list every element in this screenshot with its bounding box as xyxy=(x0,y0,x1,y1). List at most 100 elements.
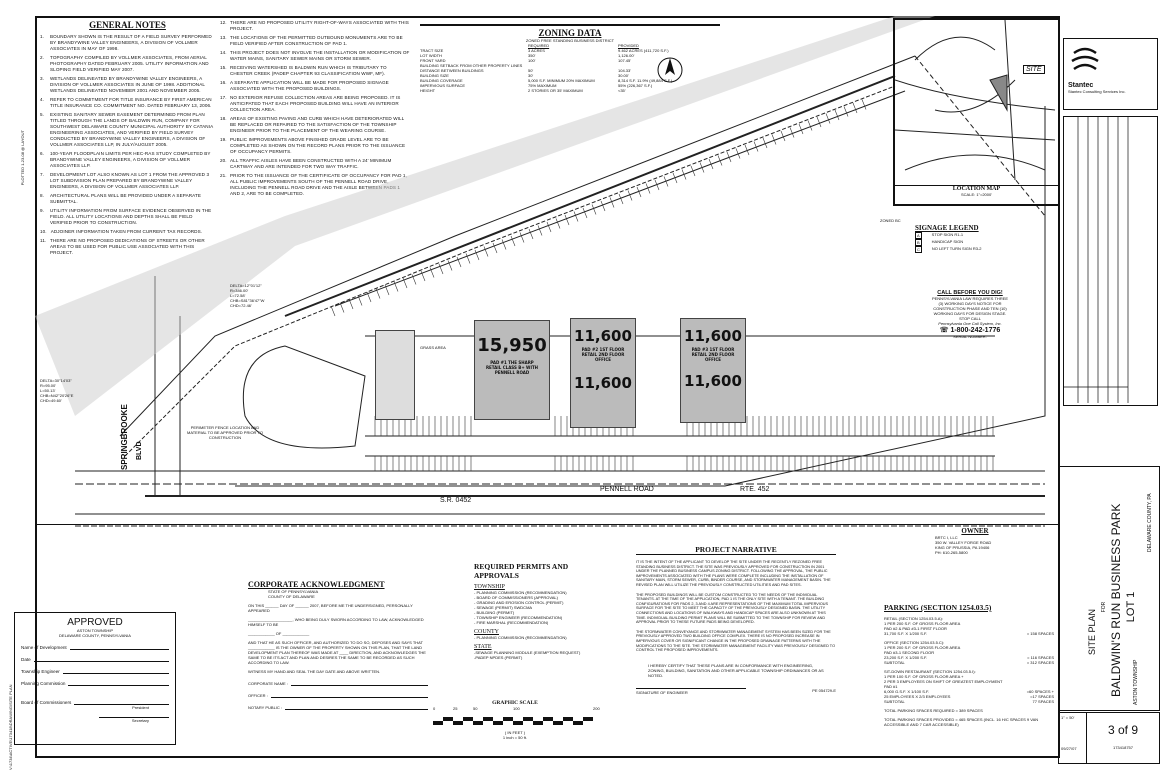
approval-field-line[interactable] xyxy=(74,704,169,705)
approval-field: Township Engineer xyxy=(21,669,169,674)
note-text: PUBLIC IMPROVEMENTS ABOVE FINISHED GRADE… xyxy=(230,137,406,154)
notes-column-2: 12.THERE ARE NO PROPOSED UTILITY RIGHT-O… xyxy=(220,20,410,200)
owner-title: OWNER xyxy=(961,527,989,535)
note-item: 19.PUBLIC IMPROVEMENTS ABOVE FINISHED GR… xyxy=(220,137,410,155)
note-number: 11. xyxy=(40,238,47,243)
zoning-cell: 30.00' xyxy=(618,73,629,78)
zoning-cell: BUILDING COVERAGE xyxy=(420,78,463,83)
note-text: RECEIVING WATERSHED IS BALDWIN RUN WHICH… xyxy=(230,65,387,76)
general-notes: GENERAL NOTES 1.BOUNDARY SHOWN IS THE RE… xyxy=(40,20,215,259)
call-before-you-dig: CALL BEFORE YOU DIG! PENNSYLVANIA LAW RE… xyxy=(930,290,1010,339)
corporate-field-line[interactable] xyxy=(270,697,428,698)
note-number: 18. xyxy=(220,116,227,121)
corporate-field-label: CORPORATE NAME : xyxy=(248,681,288,686)
sheet-info: 1" = 50' 09/27/07 3 of 9 173418757 xyxy=(1058,712,1160,764)
note-number: 20. xyxy=(220,158,227,163)
parking-line: RETAIL (SECTION 1254.03.5.a): xyxy=(884,616,1054,621)
narrative-title: PROJECT NARRATIVE xyxy=(636,545,836,555)
call-title: CALL BEFORE YOU DIG! xyxy=(937,290,1003,296)
owner-line: KING OF PRUSSIA, PA 19406 xyxy=(935,545,990,550)
note-number: 6. xyxy=(40,151,45,156)
parking-line-label: SUBTOTAL xyxy=(884,660,905,665)
zoning-cell: 2 STORIES OR 35' MAXIMUM xyxy=(528,88,583,93)
zoning-data: ZONING DATA ZONED FREE STANDING BUSINESS… xyxy=(420,24,720,93)
parking-line-value: =60 SPACES + xyxy=(1026,689,1054,694)
curve-line: DELTA=12°01'12" xyxy=(230,283,262,288)
parking-line-value: =17 SPACES xyxy=(1030,694,1054,699)
scale-ratio: 1 inch = 50 ft. xyxy=(502,735,528,740)
firm-subname: Stantec Consulting Services Inc. xyxy=(1068,89,1126,94)
scale-tick-label: 50 xyxy=(473,706,478,711)
phone-icon: ☏ xyxy=(939,327,949,334)
corporate-text: AND THAT HE AS SUCH OFFICER, AND AUTHORI… xyxy=(248,640,426,665)
zoning-row: BUILDING SETBACK FROM OTHER PROPERTY LIN… xyxy=(420,63,720,68)
approval-field-label: Board of Commissioners xyxy=(21,700,72,705)
parking-title: PARKING (SECTION 1254.03.5) xyxy=(884,603,992,612)
note-item: 10.ADJOINER INFORMATION TAKEN FROM CURRE… xyxy=(40,229,215,235)
permit-item: - SEWAGE (PERMIT) SWDCMA xyxy=(474,605,533,610)
corporate-text: ON THIS ______ DAY OF ______ 2007, BEFOR… xyxy=(248,603,413,613)
note-text: DEVELOPMENT LOT ALSO KNOWN AS LOT 1 FROM… xyxy=(50,172,210,189)
parking-line: 25 EMPLOYEES X 2/3 EMPLOYEES=17 SPACES xyxy=(884,694,1054,699)
note-text: THE LOCATIONS OF THE PERMITTED OUTBOUND … xyxy=(230,35,403,46)
zoning-cell: BUILDING SETBACK FROM OTHER PROPERTY LIN… xyxy=(420,63,523,68)
narrative-paragraph: THE PROPOSED BUILDINGS WILL BE CUSTOM CO… xyxy=(636,592,829,625)
note-item: 5.EXISTING SANITARY SEWER EASEMENT DETER… xyxy=(40,112,215,148)
secretary-line[interactable] xyxy=(99,717,169,718)
approval-field-line[interactable] xyxy=(62,673,169,674)
pad-3-area: 11,600 xyxy=(684,327,742,345)
permit-group-title: TOWNSHIP xyxy=(474,584,505,590)
permit-item: -SEWAGE PLANNING MODULE (EXEMPTION REQUE… xyxy=(474,650,581,655)
note-item: 13.THE LOCATIONS OF THE PERMITTED OUTBOU… xyxy=(220,35,410,47)
curve-line: CHB=N42°20'26"E xyxy=(40,393,74,398)
parking-line-value: 77 SPACES xyxy=(1032,699,1055,704)
approval-field-line[interactable] xyxy=(33,661,169,662)
curve-line: CHD=72.46' xyxy=(230,303,252,308)
curve-line: L=50.13' xyxy=(40,388,56,393)
scale-segment xyxy=(573,721,583,725)
note-text: PRIOR TO THE ISSUANCE OF THE CERTIFICATE… xyxy=(230,173,407,196)
location-map-scale: SCALE: 1"=2000' xyxy=(961,192,992,197)
parking-line-label: OFFICE (SECTION 1254.03.5.c): xyxy=(884,640,945,645)
parking-line: 2 PER 3 EMPLOYEES ON SHIFT OF GREATEST E… xyxy=(884,679,1054,684)
curve-data-2: DELTA=30°14'03"R=95.00'L=50.13'CHB=N42°2… xyxy=(40,378,73,403)
approval-field-line[interactable] xyxy=(68,685,169,686)
zoning-header: PROVIDED xyxy=(618,43,639,48)
pad-1-building: 15,950 PAD #1 THE SHARP RETAIL CLASS B+ … xyxy=(474,320,550,420)
scale-segment xyxy=(563,717,573,721)
stantec-logo-icon xyxy=(1071,47,1099,71)
approval-field-line[interactable] xyxy=(69,649,169,650)
parking-line-value: = 158 SPACES xyxy=(1026,631,1054,636)
scale-title: GRAPHIC SCALE xyxy=(492,700,538,706)
note-text: ADJOINER INFORMATION TAKEN FROM CURRENT … xyxy=(50,229,203,234)
curve-line: CHD=49.60' xyxy=(40,398,62,403)
owner-line: PH: 610-265-5800 xyxy=(935,550,968,555)
parking-line: 31,700 S.F. X 1/200 S.F.= 158 SPACES xyxy=(884,631,1054,636)
sign-label: NO LEFT TURN SIGN R3-2 xyxy=(931,246,982,251)
corporate-field-line[interactable] xyxy=(290,685,428,686)
title-block: SITE PLAN FOR BALDWIN'S RUN BUSINESS PAR… xyxy=(1058,466,1160,711)
pe-number: PE 054729-E xyxy=(812,687,836,693)
parking-line-value: = 312 SPACES xyxy=(1026,660,1054,665)
sr-label: S.R. 0452 xyxy=(440,497,472,504)
parking-block: PARKING (SECTION 1254.03.5) RETAIL (SECT… xyxy=(884,603,1054,727)
parking-line: 6,000 G.S.F. X 1/100 S.F.=60 SPACES + xyxy=(884,689,1054,694)
site-label: SITE xyxy=(1023,65,1045,74)
sign-label: STOP SIGN R1-1 xyxy=(931,232,964,237)
curve-data-1: DELTA=12°01'12"R=346.00'L=72.58'CHB=S81°… xyxy=(230,283,264,308)
parking-line: SIT-DOWN RESTAURANT (SECTION 1254.03.5.i… xyxy=(884,669,1054,674)
parking-line-label: 1 PER 200 S.F. OF GROSS FLOOR AREA xyxy=(884,621,961,626)
note-number: 9. xyxy=(40,208,45,213)
corporate-field-line[interactable] xyxy=(285,709,428,710)
note-number: 8. xyxy=(40,193,45,198)
